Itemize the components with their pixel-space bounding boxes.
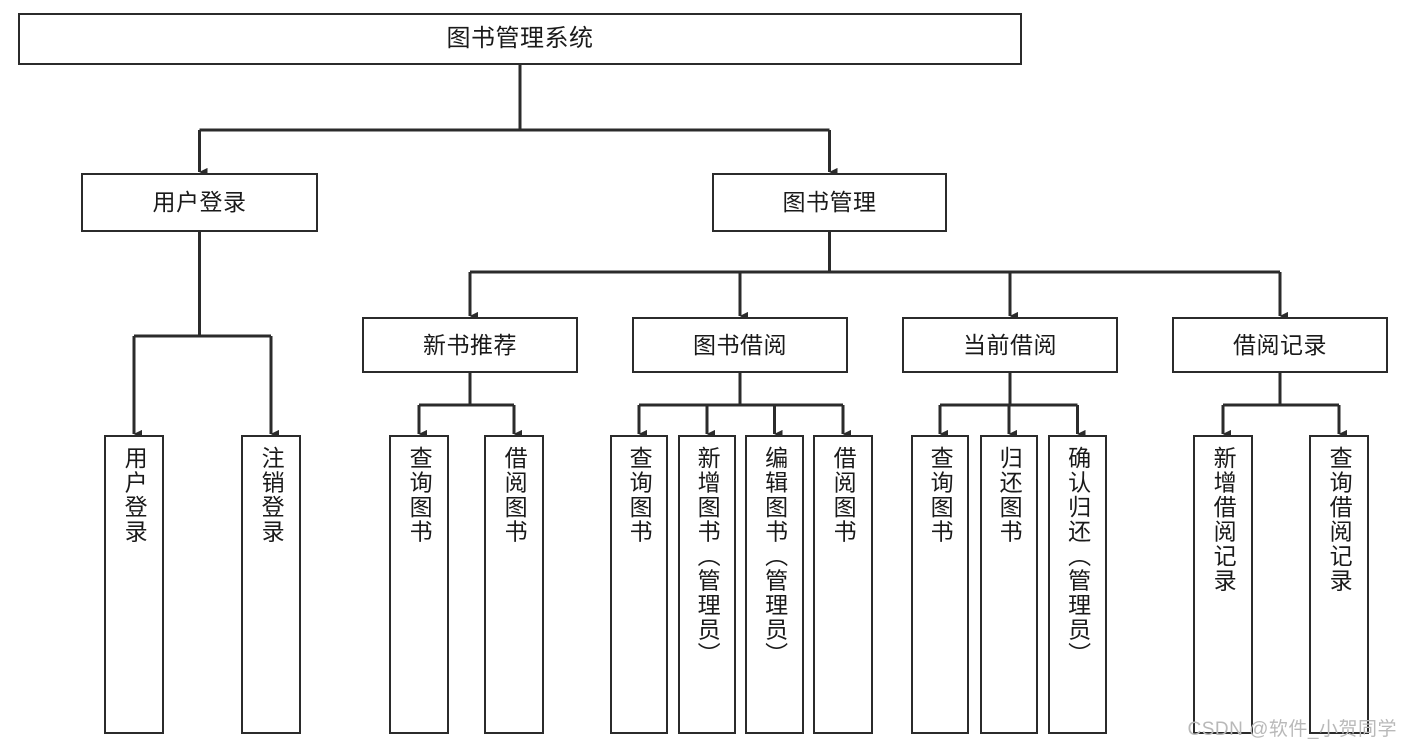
node-label: 借阅图书 [830,446,857,544]
node-leaf-edit-book[interactable]: 编辑图书（管理员） [745,435,804,734]
node-leaf-query-book-recommend[interactable]: 查询图书 [389,435,449,734]
node-label: 新书推荐 [423,331,517,358]
node-leaf-query-book-current[interactable]: 查询图书 [911,435,969,734]
node-label: 编辑图书（管理员） [761,446,788,667]
node-label: 查询借阅记录 [1326,446,1353,593]
node-label: 图书借阅 [693,331,787,358]
node-root-title[interactable]: 图书管理系统 [18,13,1022,65]
node-label: 用户登录 [152,189,247,216]
node-label: 当前借阅 [963,331,1057,358]
node-leaf-confirm-return[interactable]: 确认归还（管理员） [1048,435,1107,734]
node-label: 查询图书 [626,446,653,544]
node-current-borrow[interactable]: 当前借阅 [902,317,1118,373]
node-leaf-add-borrow-record[interactable]: 新增借阅记录 [1193,435,1253,734]
node-leaf-borrow-book-recommend[interactable]: 借阅图书 [484,435,544,734]
node-label: 借阅记录 [1233,331,1327,358]
node-leaf-query-book-borrow[interactable]: 查询图书 [610,435,668,734]
node-leaf-user-login[interactable]: 用户登录 [104,435,164,734]
node-book-borrow[interactable]: 图书借阅 [632,317,848,373]
node-new-book-recommend[interactable]: 新书推荐 [362,317,578,373]
node-label: 新增图书（管理员） [694,446,721,667]
node-leaf-borrow-book[interactable]: 借阅图书 [813,435,873,734]
node-label: 注销登录 [258,446,285,544]
node-label: 用户登录 [121,446,148,544]
node-label: 查询图书 [406,446,433,544]
node-leaf-logout[interactable]: 注销登录 [241,435,301,734]
node-label: 归还图书 [996,446,1023,544]
node-label: 新增借阅记录 [1210,446,1237,593]
node-label: 图书管理系统 [446,25,594,53]
node-label: 确认归还（管理员） [1064,446,1091,667]
node-book-management[interactable]: 图书管理 [712,173,947,232]
node-borrow-record[interactable]: 借阅记录 [1172,317,1388,373]
node-leaf-add-book[interactable]: 新增图书（管理员） [678,435,736,734]
node-user-login[interactable]: 用户登录 [81,173,318,232]
node-leaf-return-book[interactable]: 归还图书 [980,435,1038,734]
node-label: 图书管理 [782,189,877,216]
node-label: 借阅图书 [501,446,528,544]
node-leaf-query-borrow-record[interactable]: 查询借阅记录 [1309,435,1369,734]
node-label: 查询图书 [927,446,954,544]
